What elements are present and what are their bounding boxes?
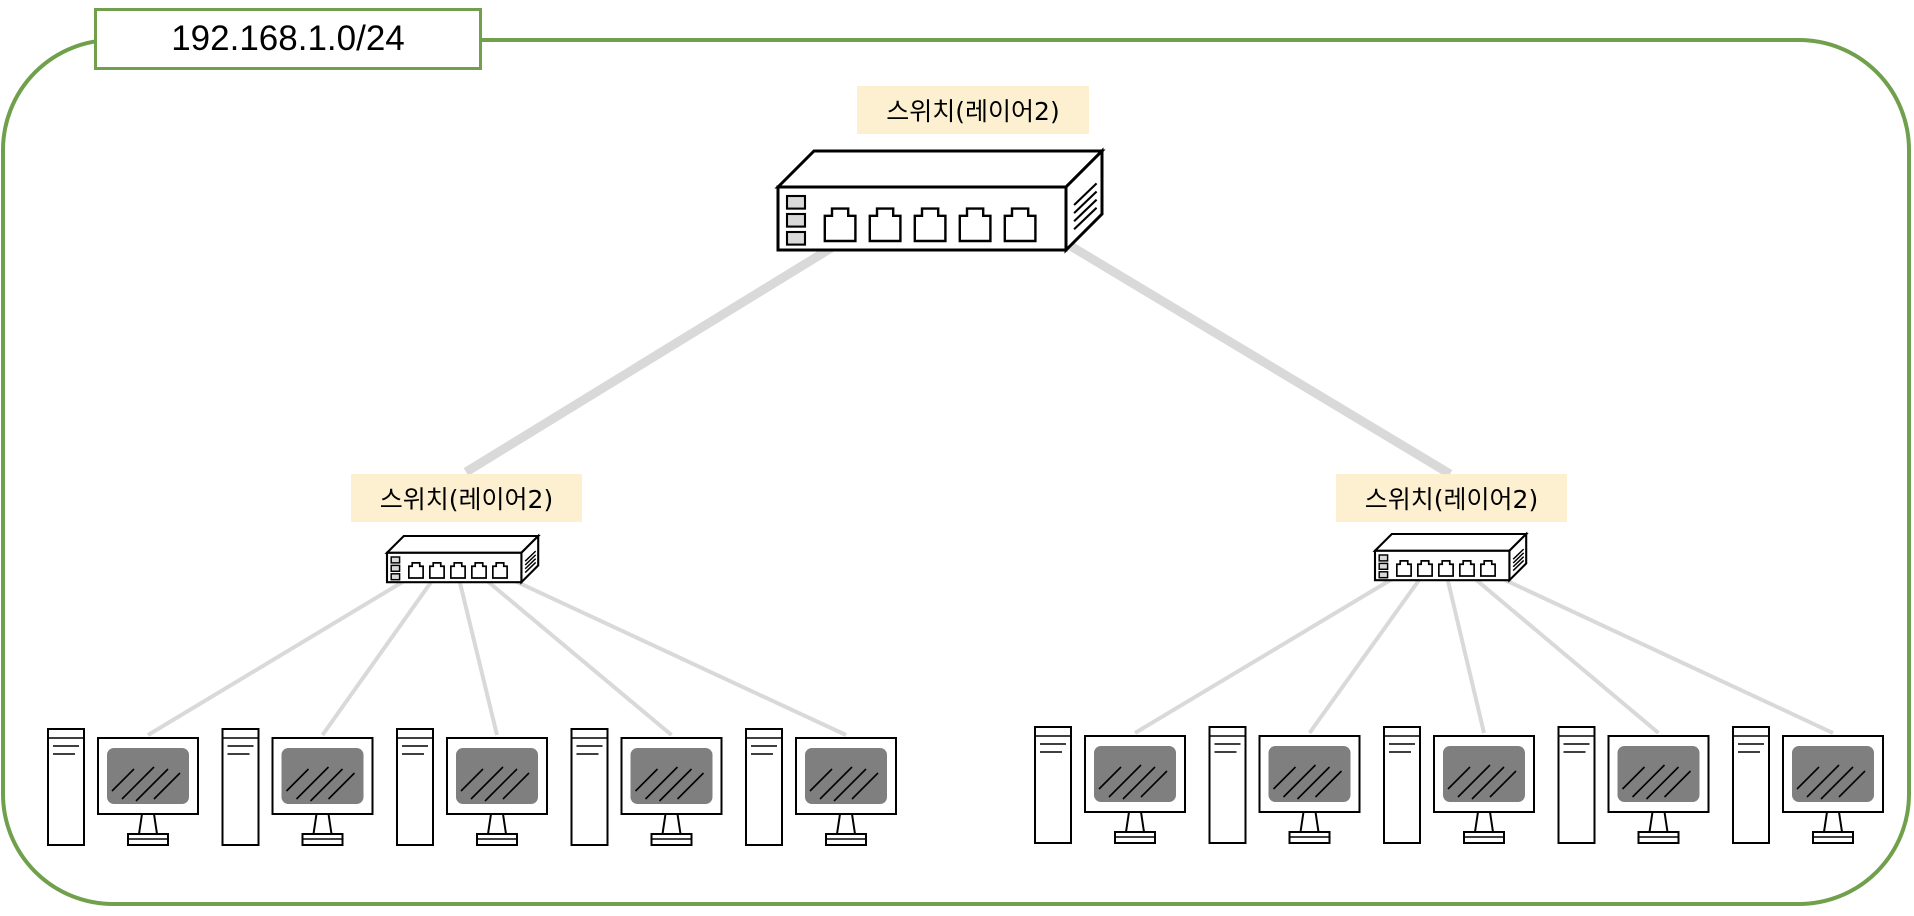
access-cable-right-5 [1486,570,1834,735]
uplink-cable-right [1041,226,1453,478]
pc-right-5-icon [1732,726,1884,844]
left-switch-label: 스위치(레이어2) [351,474,582,522]
access-cable-right-1 [1133,570,1405,735]
network-cidr-label: 192.168.1.0/24 [94,8,482,70]
core-switch-label: 스위치(레이어2) [857,86,1089,134]
access-cable-left-2 [320,572,439,737]
pc-left-5-icon [745,728,897,846]
access-cable-right-2 [1307,570,1427,735]
uplink-cable-left [463,230,857,476]
pc-left-4-icon [570,728,723,846]
switch-right-icon [1372,531,1529,583]
pc-right-3-icon [1383,726,1535,844]
switch-core-icon [774,147,1106,254]
pc-right-2-icon [1208,726,1361,844]
access-cable-left-1 [146,572,417,737]
network-boundary [1,38,1911,906]
access-cable-right-3 [1443,571,1486,734]
access-cable-left-5 [498,572,847,737]
right-switch-label: 스위치(레이어2) [1336,474,1567,522]
pc-right-1-icon [1034,726,1186,844]
pc-left-1-icon [47,728,199,846]
access-cable-left-4 [477,572,673,737]
access-cable-left-3 [455,573,499,736]
pc-left-3-icon [396,728,548,846]
pc-right-4-icon [1557,726,1710,844]
switch-left-icon [384,533,541,585]
access-cable-right-4 [1465,570,1660,735]
pc-left-2-icon [221,728,374,846]
